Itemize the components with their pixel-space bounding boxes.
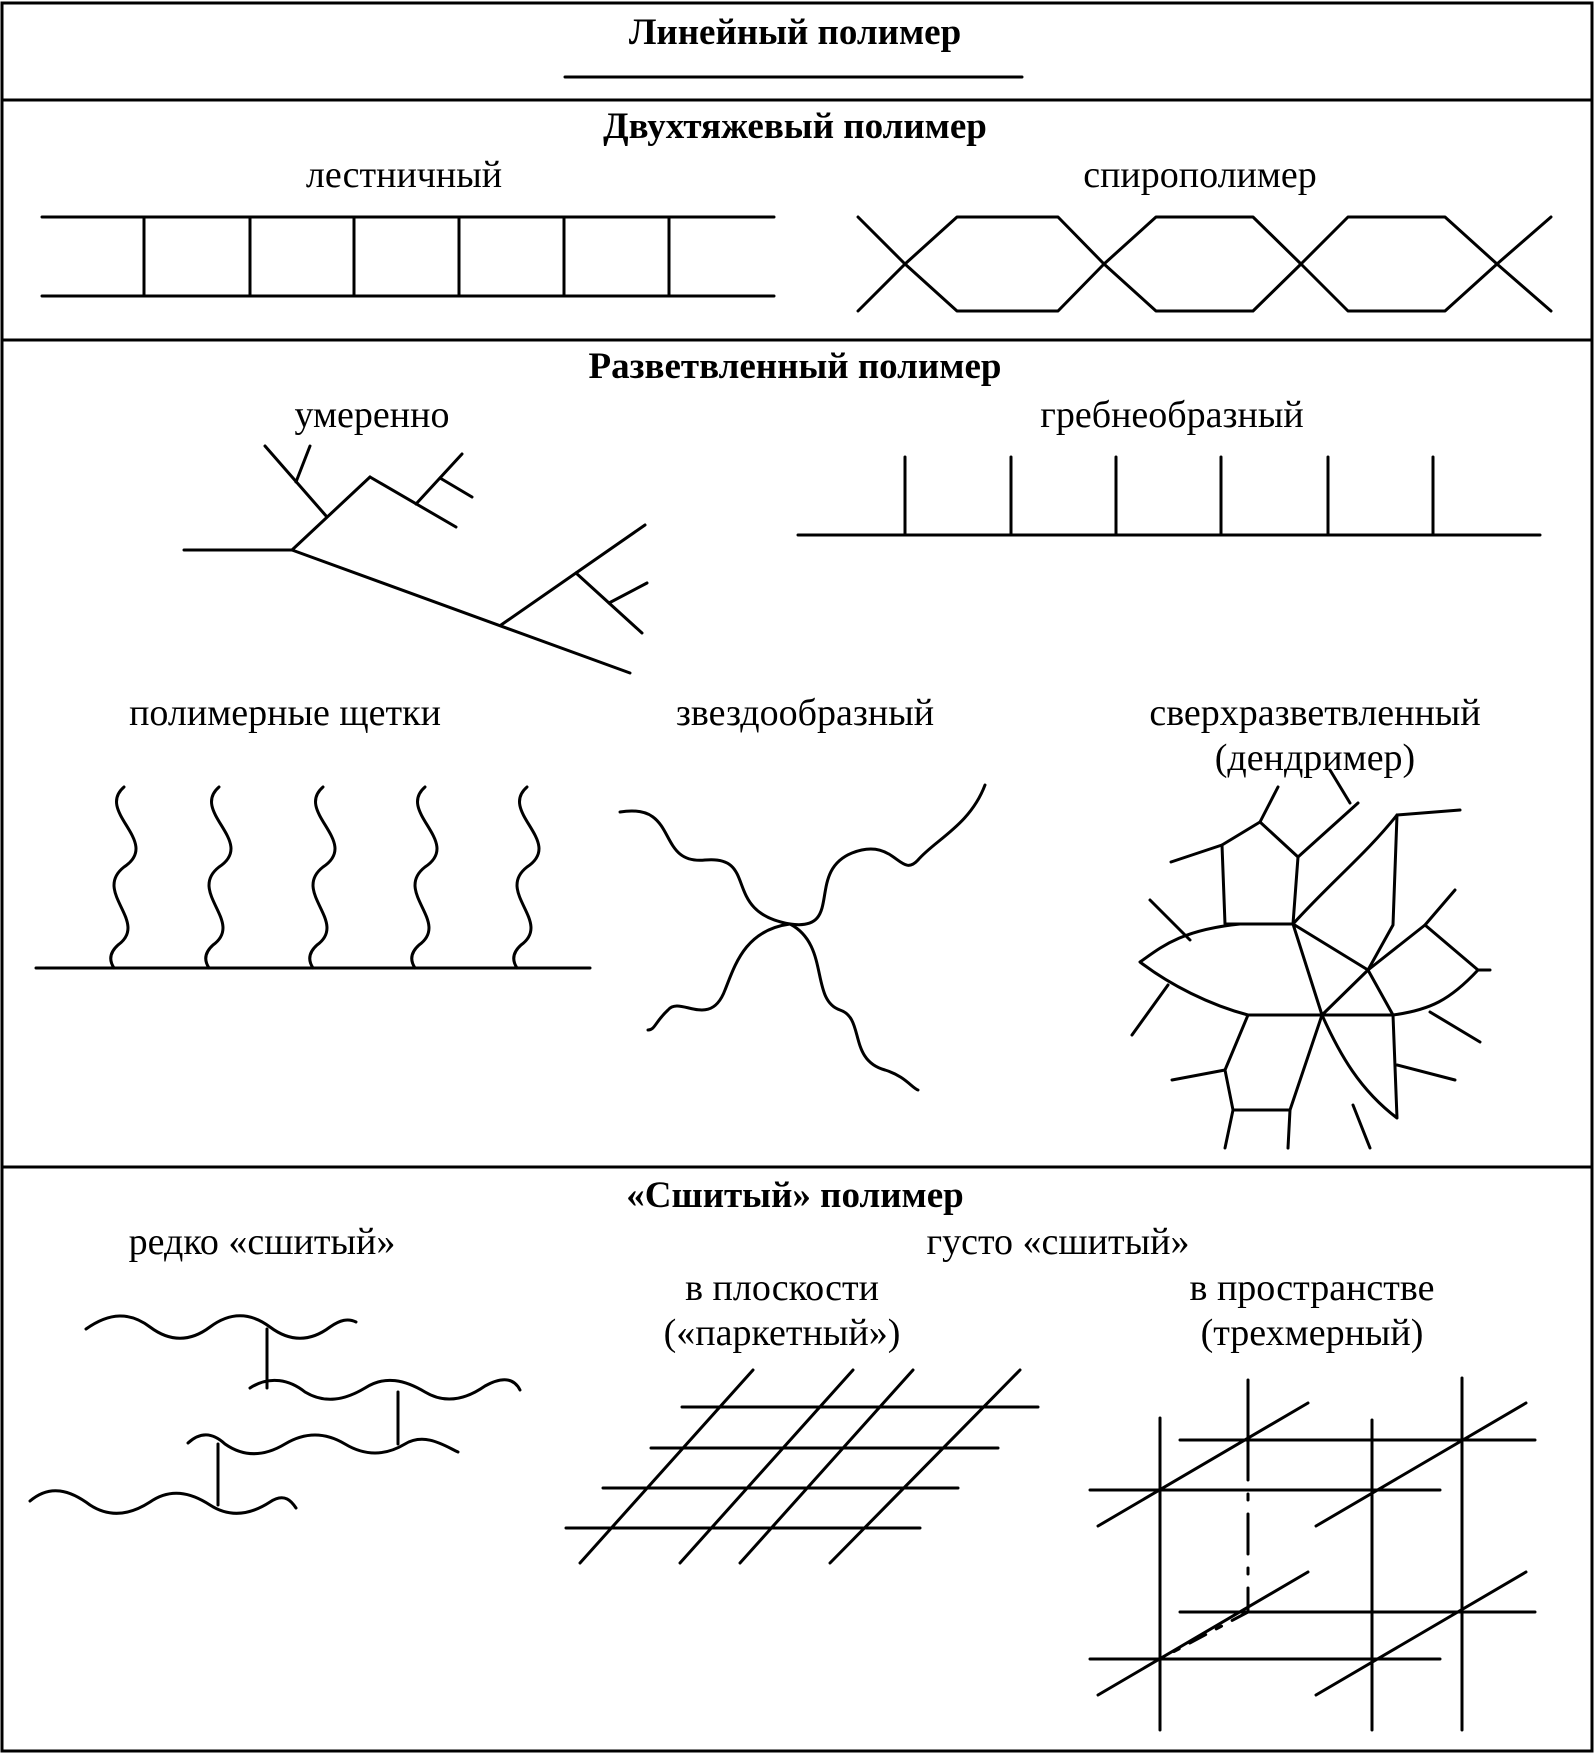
- dense-crosslinked-label: густо «сшитый»: [927, 1221, 1190, 1263]
- star-label: звездообразный: [676, 692, 934, 734]
- planar-network-drawing: [564, 1368, 1040, 1565]
- planar-label-line2: («паркетный»): [664, 1312, 901, 1354]
- dendrimer-drawing: [1130, 768, 1492, 1150]
- linear-polymer-title: Линейный полимер: [629, 12, 961, 53]
- moderate-label: умеренно: [295, 394, 450, 436]
- ladder-polymer-drawing: [40, 215, 776, 298]
- comb-polymer-drawing: [796, 455, 1542, 537]
- spiro-label: спирополимер: [1083, 154, 1317, 196]
- spatial-label-line2: (трехмерный): [1201, 1312, 1424, 1354]
- spatial-label-line1: в пространстве: [1190, 1267, 1435, 1309]
- branched-title: Разветвленный полимер: [589, 346, 1002, 387]
- hyperbranched-label-line2: (дендример): [1215, 737, 1415, 779]
- ladder-label: лестничный: [306, 154, 502, 196]
- planar-label-line1: в плоскости: [685, 1267, 879, 1309]
- crosslinked-title: «Сшитый» полимер: [626, 1175, 964, 1216]
- spatial-network-drawing: [1088, 1376, 1537, 1732]
- comb-label: гребнеобразный: [1040, 394, 1303, 436]
- hyperbranched-label-line1: сверхразветвленный: [1149, 692, 1480, 734]
- sparse-crosslinked-drawing: [28, 1314, 522, 1515]
- spiro-polymer-drawing: [856, 215, 1553, 313]
- brush-label: полимерные щетки: [129, 692, 441, 734]
- double-strand-title: Двухтяжевый полимер: [603, 106, 987, 147]
- polymer-brushes-drawing: [34, 785, 592, 970]
- moderately-branched-drawing: [182, 444, 649, 675]
- sparse-crosslinked-label: редко «сшитый»: [129, 1221, 396, 1263]
- star-polymer-drawing: [618, 783, 987, 1092]
